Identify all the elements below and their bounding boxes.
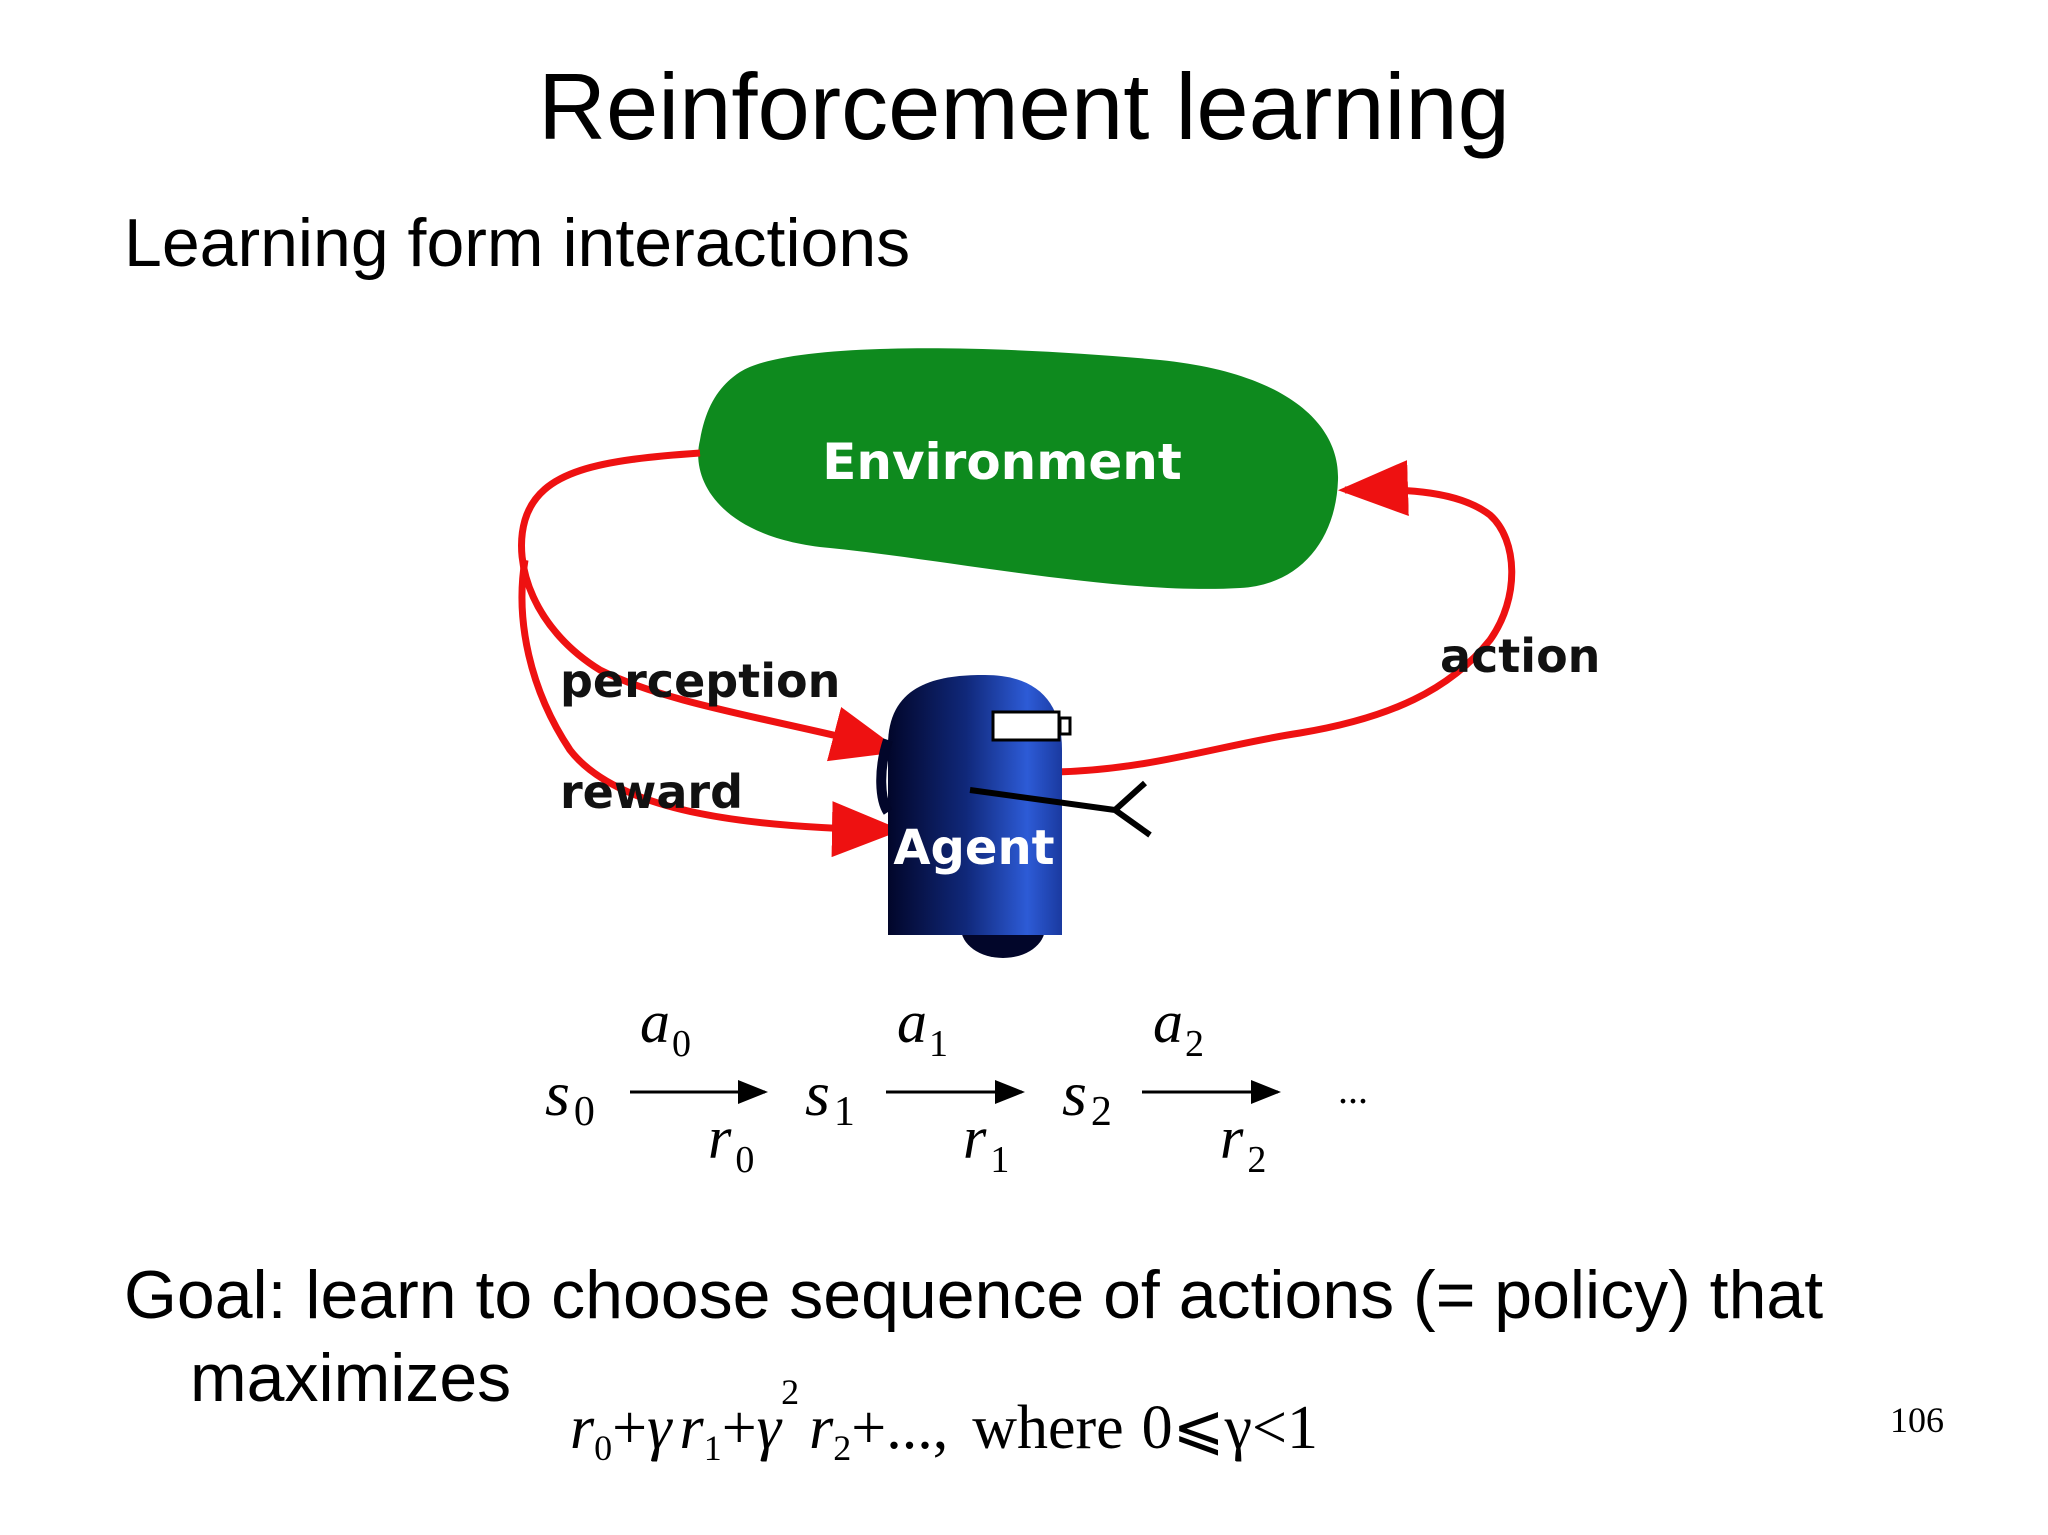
environment-blob [698,348,1339,589]
agent-robot [876,675,1152,958]
slide-subtitle: Learning form interactions [124,205,911,281]
reward-label: reward [560,765,743,819]
agent-arm-icon [969,780,1152,838]
agent-label: Agent [893,820,1054,876]
state-s0: s0 [545,1058,595,1135]
reward-arrow [518,559,902,858]
page-number: 106 [1890,1400,1944,1440]
agent-eye-icon [991,710,1061,742]
perception-arrow [518,449,902,762]
state-s1: s1 [805,1058,855,1135]
action-arrow [1054,460,1516,776]
action-a1: a1 [897,989,948,1065]
goal-text-line2: maximizes [190,1340,512,1416]
perception-label: perception [560,654,840,708]
sequence-ellipsis: ... [1338,1067,1368,1112]
environment-label: Environment [822,433,1182,491]
action-a2: a2 [1153,989,1204,1065]
state-s2: s2 [1062,1058,1112,1135]
goal-text-line1: Goal: learn to choose sequence of action… [124,1257,1824,1333]
action-a0: a0 [640,989,691,1065]
slide-title: Reinforcement learning [538,54,1510,159]
action-label: action [1440,629,1600,683]
